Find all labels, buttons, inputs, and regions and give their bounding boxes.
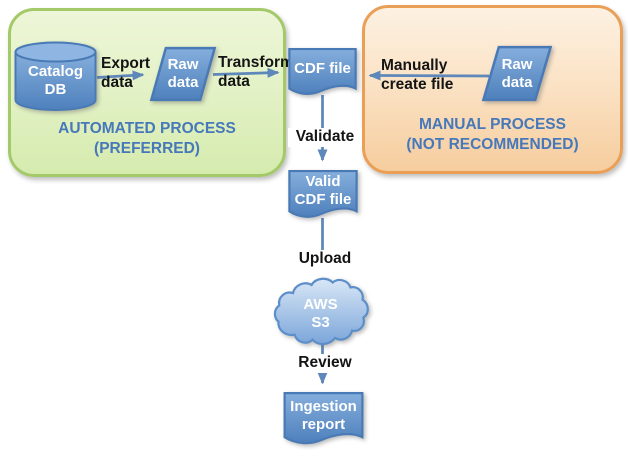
review-label: Review: [293, 354, 357, 373]
database-cylinder-icon: [14, 41, 97, 112]
parallelogram-icon: [482, 46, 552, 101]
automated-process-title: AUTOMATED PROCESS (PREFERRED): [11, 119, 283, 159]
upload-label: Upload: [293, 250, 357, 269]
cloud-icon: [272, 276, 369, 351]
catalog-db-node: Catalog DB: [14, 41, 97, 112]
raw-data-left-label: Raw data: [167, 56, 199, 91]
cdf-file-label: CDF file: [294, 59, 351, 77]
document-icon: [288, 48, 357, 100]
ingestion-report-label: Ingestion report: [290, 397, 357, 433]
aws-s3-node: AWS S3: [272, 276, 369, 351]
valid-cdf-file-label: Valid CDF file: [294, 173, 352, 208]
manual-process-title-line1: MANUAL PROCESS: [419, 116, 566, 133]
catalog-db-label: Catalog DB: [27, 62, 83, 98]
manual-process-title: MANUAL PROCESS (NOT RECOMMENDED): [365, 115, 620, 155]
parallelogram-icon: [150, 47, 216, 101]
transform-data-label: Transform data: [218, 54, 294, 90]
document-icon: [288, 170, 358, 223]
raw-data-right-label: Raw data: [501, 55, 533, 91]
arrow-manually-create: [368, 70, 490, 81]
cdf-file-node: CDF file: [288, 48, 357, 100]
valid-cdf-file-node: Valid CDF file: [288, 170, 358, 223]
manual-process-title-line2: (NOT RECOMMENDED): [406, 136, 579, 153]
automated-process-title-line2: (PREFERRED): [94, 140, 200, 157]
arrow-transform-data: [212, 67, 280, 78]
validate-label: Validate: [288, 128, 362, 147]
raw-data-right-node: Raw data: [482, 46, 552, 101]
manually-create-file-label: Manually create file: [381, 57, 454, 93]
export-data-label: Export data: [101, 55, 151, 91]
document-icon: [283, 392, 364, 450]
arrow-export-data: [96, 70, 145, 81]
raw-data-left-node: Raw data: [150, 47, 216, 101]
aws-s3-label: AWS S3: [303, 295, 338, 331]
ingestion-report-node: Ingestion report: [283, 392, 364, 450]
automated-process-title-line1: AUTOMATED PROCESS: [58, 120, 236, 137]
